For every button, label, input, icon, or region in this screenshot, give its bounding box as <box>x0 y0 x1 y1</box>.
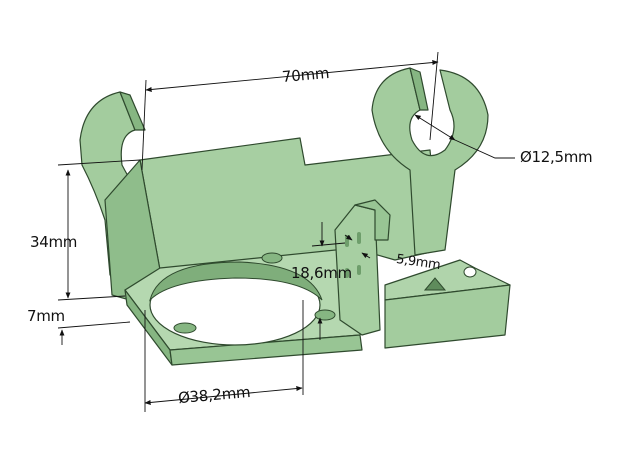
screw-hole <box>463 266 477 278</box>
dimension-height-label: 34mm <box>30 233 78 251</box>
dimension-clip-diameter-label: Ø12,5mm <box>520 148 593 166</box>
screw-hole <box>261 252 283 264</box>
dimension-post-height-label: 18,6mm <box>291 264 352 282</box>
right-tray <box>384 259 511 301</box>
dimension-base-thickness-label: 7mm <box>27 307 65 325</box>
screw-hole <box>314 309 336 321</box>
screw-hole <box>173 322 197 334</box>
